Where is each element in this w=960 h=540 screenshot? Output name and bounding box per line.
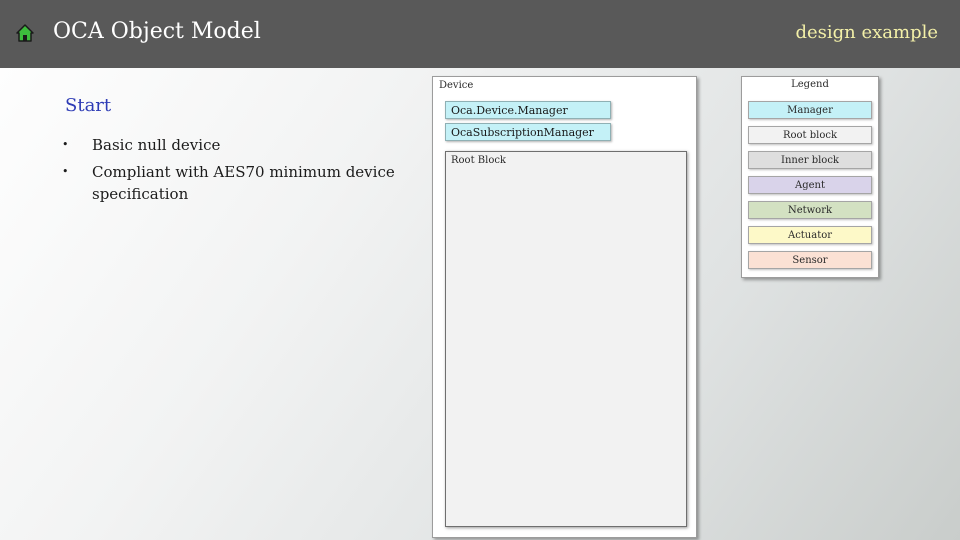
root-block: Root Block [445,151,687,527]
legend-item-network: Network [748,201,872,219]
bullet-item: Compliant with AES70 minimum device spec… [62,161,422,205]
bullet-list: Basic null device Compliant with AES70 m… [62,134,422,210]
legend-item-actuator: Actuator [748,226,872,244]
section-title: Start [65,95,112,116]
device-manager-box: Oca.Device.Manager [445,101,611,119]
legend-item-root-block: Root block [748,126,872,144]
device-panel: Device Oca.Device.Manager OcaSubscriptio… [432,76,697,538]
legend-item-inner-block: Inner block [748,151,872,169]
legend-item-manager: Manager [748,101,872,119]
slide-title: OCA Object Model [53,19,261,44]
subscription-manager-box: OcaSubscriptionManager [445,123,611,141]
home-icon[interactable] [15,23,35,43]
root-block-label: Root Block [451,155,506,166]
corner-label: design example [795,22,938,43]
legend-panel: Legend Manager Root block Inner block Ag… [741,76,879,278]
legend-item-agent: Agent [748,176,872,194]
legend-item-sensor: Sensor [748,251,872,269]
device-label: Device [439,80,474,91]
header-bar: OCA Object Model design example [0,0,960,68]
legend-title: Legend [791,79,829,90]
bullet-item: Basic null device [62,134,422,156]
